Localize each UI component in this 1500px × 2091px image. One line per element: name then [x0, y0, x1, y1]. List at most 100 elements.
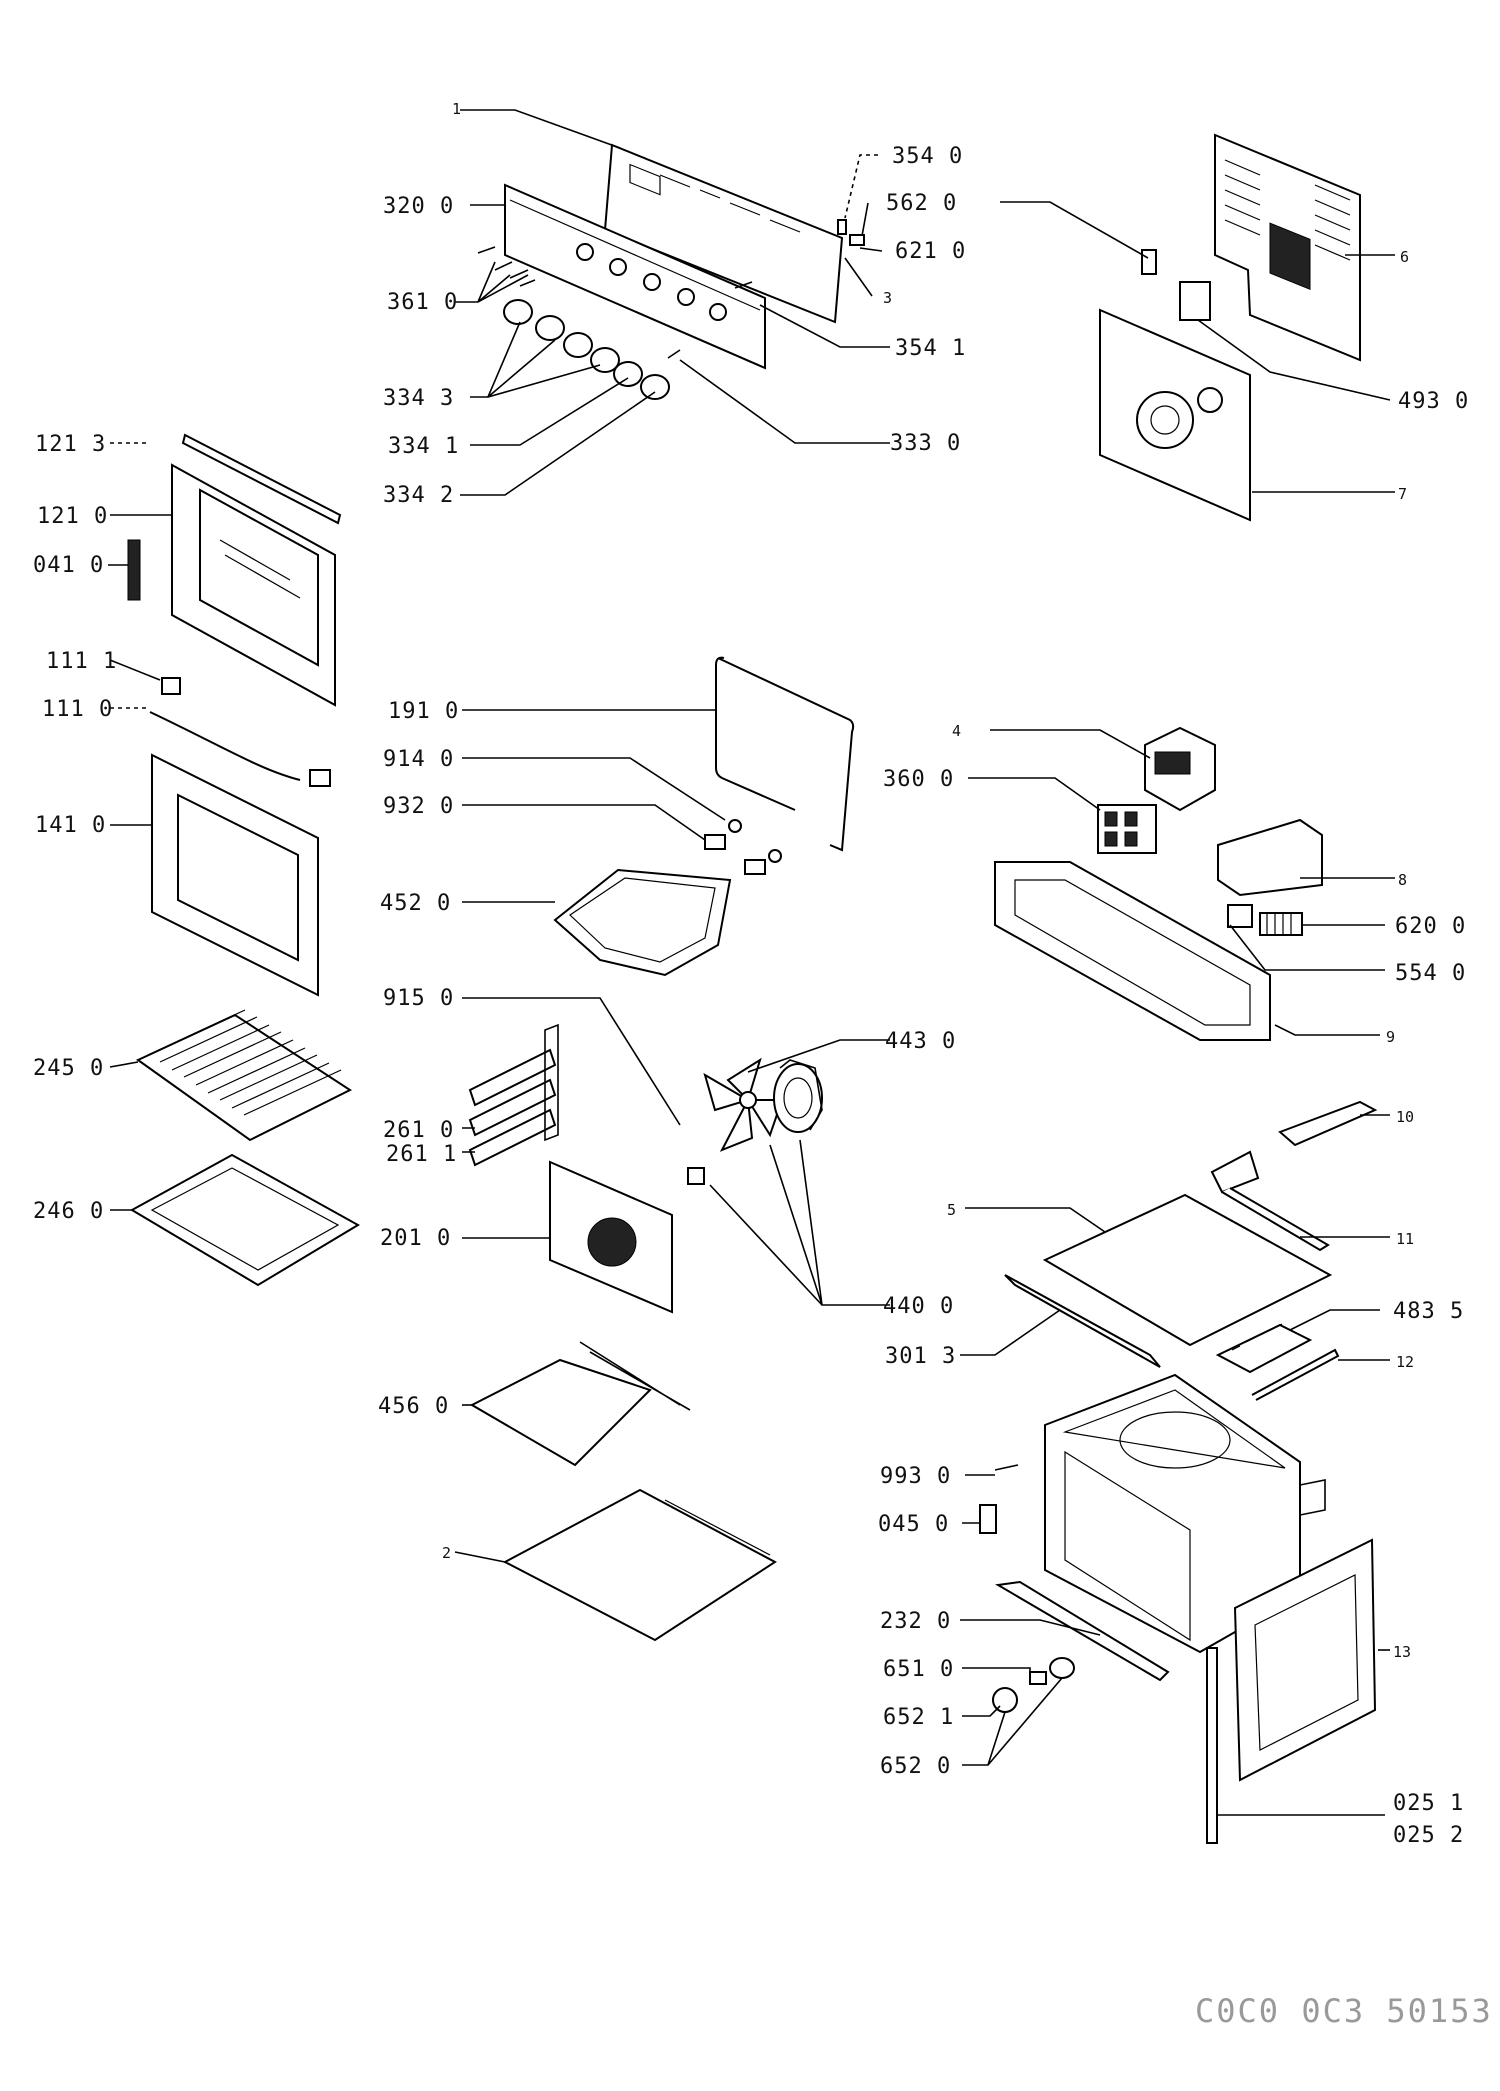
label-4560: 456 0 — [378, 1394, 449, 1419]
baking-tray — [129, 1153, 360, 1287]
leader-2320 — [960, 1619, 1101, 1636]
fan-blade-440 — [703, 1057, 784, 1152]
grill-element-456 — [469, 1358, 652, 1467]
label-2: 2 — [442, 1544, 451, 1562]
label-4400: 440 0 — [883, 1294, 954, 1319]
door-seal-191 — [715, 656, 855, 852]
leader-6210 — [859, 247, 883, 252]
wire-shelf-bars — [147, 1009, 342, 1116]
label-9150: 915 0 — [383, 986, 454, 1011]
label-3330: 333 0 — [890, 431, 961, 456]
leader-3540 — [844, 154, 878, 219]
outer-door-glass — [177, 793, 299, 962]
leader-5 — [965, 1207, 1106, 1233]
leader-4835 — [1289, 1309, 1380, 1331]
label-0251: 025 1 — [1393, 1791, 1464, 1816]
rail-3013 — [1004, 1274, 1161, 1368]
grill-element-inner — [569, 877, 716, 963]
nut-914 — [728, 819, 742, 833]
label-2460: 246 0 — [33, 1199, 104, 1224]
leader-2610 — [462, 1127, 475, 1153]
label-1213: 121 3 — [35, 432, 106, 457]
door-group — [108, 433, 342, 997]
label-3343: 334 3 — [383, 386, 454, 411]
label-4520: 452 0 — [380, 891, 451, 916]
label-3: 3 — [883, 289, 892, 307]
back-panels-group — [1000, 133, 1395, 522]
label-0252: 025 2 — [1393, 1823, 1464, 1848]
front-trim-9 — [994, 861, 1271, 1041]
grill-element-456-leads — [579, 1341, 691, 1411]
label-6510: 651 0 — [883, 1657, 954, 1682]
thermostat-4-grid — [1154, 751, 1191, 775]
fan-opening — [1136, 391, 1194, 449]
door-top-trim — [181, 433, 342, 525]
label-6: 6 — [1400, 248, 1409, 266]
leader-3341 — [470, 377, 629, 446]
label-9140: 914 0 — [383, 747, 454, 772]
front-fascia-panel — [504, 183, 766, 370]
labels: 1 354 0 562 0 621 0 320 0 3 361 0 354 1 … — [33, 100, 1491, 2030]
bracket-11b — [1221, 1187, 1330, 1252]
label-1110: 111 0 — [42, 697, 113, 722]
panel-screws — [477, 219, 865, 359]
label-9: 9 — [1386, 1028, 1395, 1046]
leader-9 — [1274, 1024, 1380, 1036]
knob-652-0 — [1049, 1657, 1075, 1679]
label-9320: 932 0 — [383, 794, 454, 819]
label-5620: 562 0 — [886, 191, 957, 216]
label-4930: 493 0 — [1398, 389, 1469, 414]
label-6521: 652 1 — [883, 1705, 954, 1730]
glass-reflection — [219, 539, 301, 599]
label-3341: 334 1 — [388, 434, 459, 459]
leader-4930 — [1197, 319, 1391, 401]
label-1: 1 — [452, 100, 461, 118]
label-3600: 360 0 — [883, 767, 954, 792]
label-12: 12 — [1396, 1353, 1414, 1371]
label-1210: 121 0 — [37, 504, 108, 529]
label-2450: 245 0 — [33, 1056, 104, 1081]
rear-cover-vents — [1224, 159, 1351, 261]
leader-1111 — [109, 659, 161, 681]
side-panel-13-inner — [1254, 1574, 1359, 1751]
fan-cover-grille — [587, 1217, 637, 1267]
leader-3 — [844, 257, 873, 297]
leader-6520 — [962, 1677, 1063, 1766]
leader-5620b — [1000, 201, 1149, 259]
label-2611: 261 1 — [386, 1142, 457, 1167]
bracket-562 — [1141, 249, 1157, 275]
bottom-plate-2 — [502, 1488, 777, 1642]
leader-5620 — [861, 202, 869, 237]
switch-360 — [1097, 804, 1157, 854]
leader-9140 — [462, 757, 726, 821]
leader-3330 — [679, 359, 890, 444]
leader-9150 — [462, 997, 681, 1126]
oven-cavity-top — [1062, 1389, 1286, 1469]
label-0410: 041 0 — [33, 553, 104, 578]
leader-5540 — [1229, 924, 1385, 971]
label-4: 4 — [952, 722, 961, 740]
label-2010: 201 0 — [380, 1226, 451, 1251]
control-panel-group — [455, 109, 890, 496]
fascia-knob-holes — [576, 243, 727, 321]
oven-cavity-fan-hole — [1119, 1411, 1231, 1469]
control-knobs — [503, 299, 670, 400]
leader-3342 — [460, 391, 656, 496]
label-6210: 621 0 — [895, 239, 966, 264]
label-13: 13 — [1393, 1643, 1411, 1661]
leader-1 — [460, 109, 621, 149]
electrical-group — [968, 726, 1395, 1041]
leader-4 — [990, 729, 1151, 759]
label-9930: 993 0 — [880, 1464, 951, 1489]
rear-cover-mesh — [1269, 222, 1311, 290]
chassis-group — [960, 1100, 1390, 1844]
bracket-11a — [1210, 1150, 1260, 1194]
grill-element-452 — [553, 868, 732, 977]
side-panel-13 — [1233, 1538, 1377, 1782]
label-3540: 354 0 — [892, 144, 963, 169]
wire-shelf — [136, 1013, 353, 1142]
leader-3610 — [455, 261, 529, 303]
label-2610: 261 0 — [383, 1118, 454, 1143]
door-hinge — [127, 539, 141, 601]
label-0450: 045 0 — [878, 1512, 949, 1537]
